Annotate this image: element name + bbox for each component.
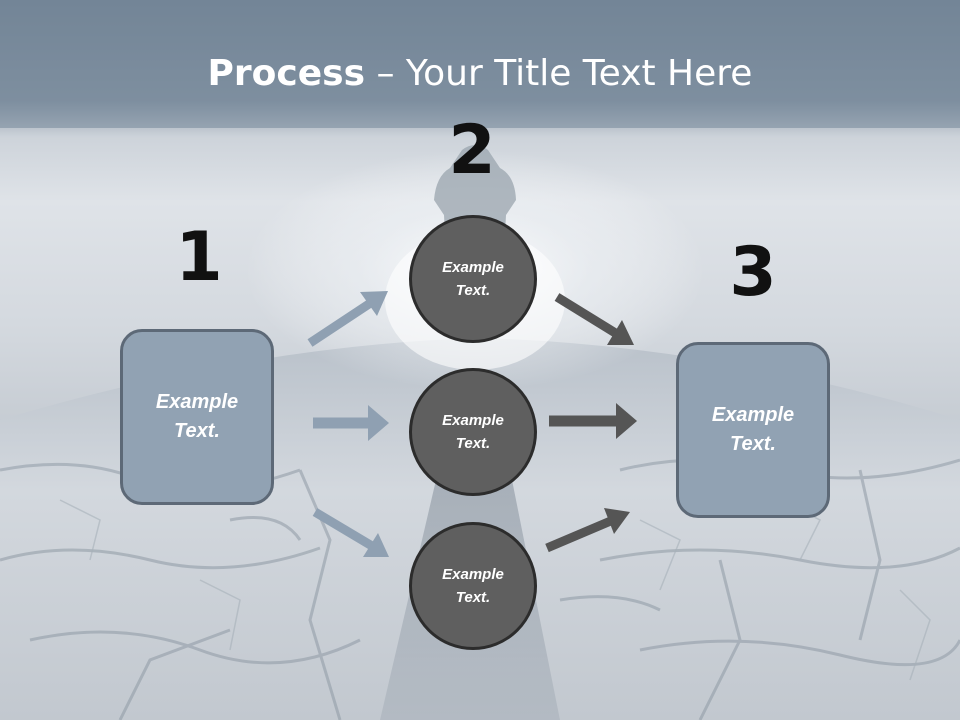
step-1-text: Example Text. xyxy=(155,391,239,442)
middle-circle-center-text: Example Text. xyxy=(442,412,504,452)
middle-circle-top-text: Example Text. xyxy=(442,259,504,299)
middle-circle-bottom: Example Text. xyxy=(409,522,537,650)
title-rest: – Your Title Text Here xyxy=(365,53,753,94)
middle-circle-bottom-text: Example Text. xyxy=(442,566,504,606)
middle-circle-center: Example Text. xyxy=(409,368,537,496)
slide-title: Process – Your Title Text Here xyxy=(0,52,960,96)
arrow-from-bottom-circle xyxy=(545,508,630,553)
arrow-to-top-circle xyxy=(307,291,388,347)
arrow-to-middle-circle xyxy=(313,405,389,441)
step-number-2: 2 xyxy=(448,111,496,190)
step-3-box: Example Text. xyxy=(676,342,830,518)
arrow-from-middle-circle xyxy=(549,403,637,439)
middle-circle-top: Example Text. xyxy=(409,215,537,343)
step-1-box: Example Text. xyxy=(120,329,274,505)
arrow-to-bottom-circle xyxy=(312,508,389,557)
step-3-text: Example Text. xyxy=(711,404,795,455)
step-number-3: 3 xyxy=(729,233,777,312)
step-number-1: 1 xyxy=(175,218,223,297)
arrow-from-top-circle xyxy=(554,293,634,345)
title-strong: Process xyxy=(207,53,366,94)
